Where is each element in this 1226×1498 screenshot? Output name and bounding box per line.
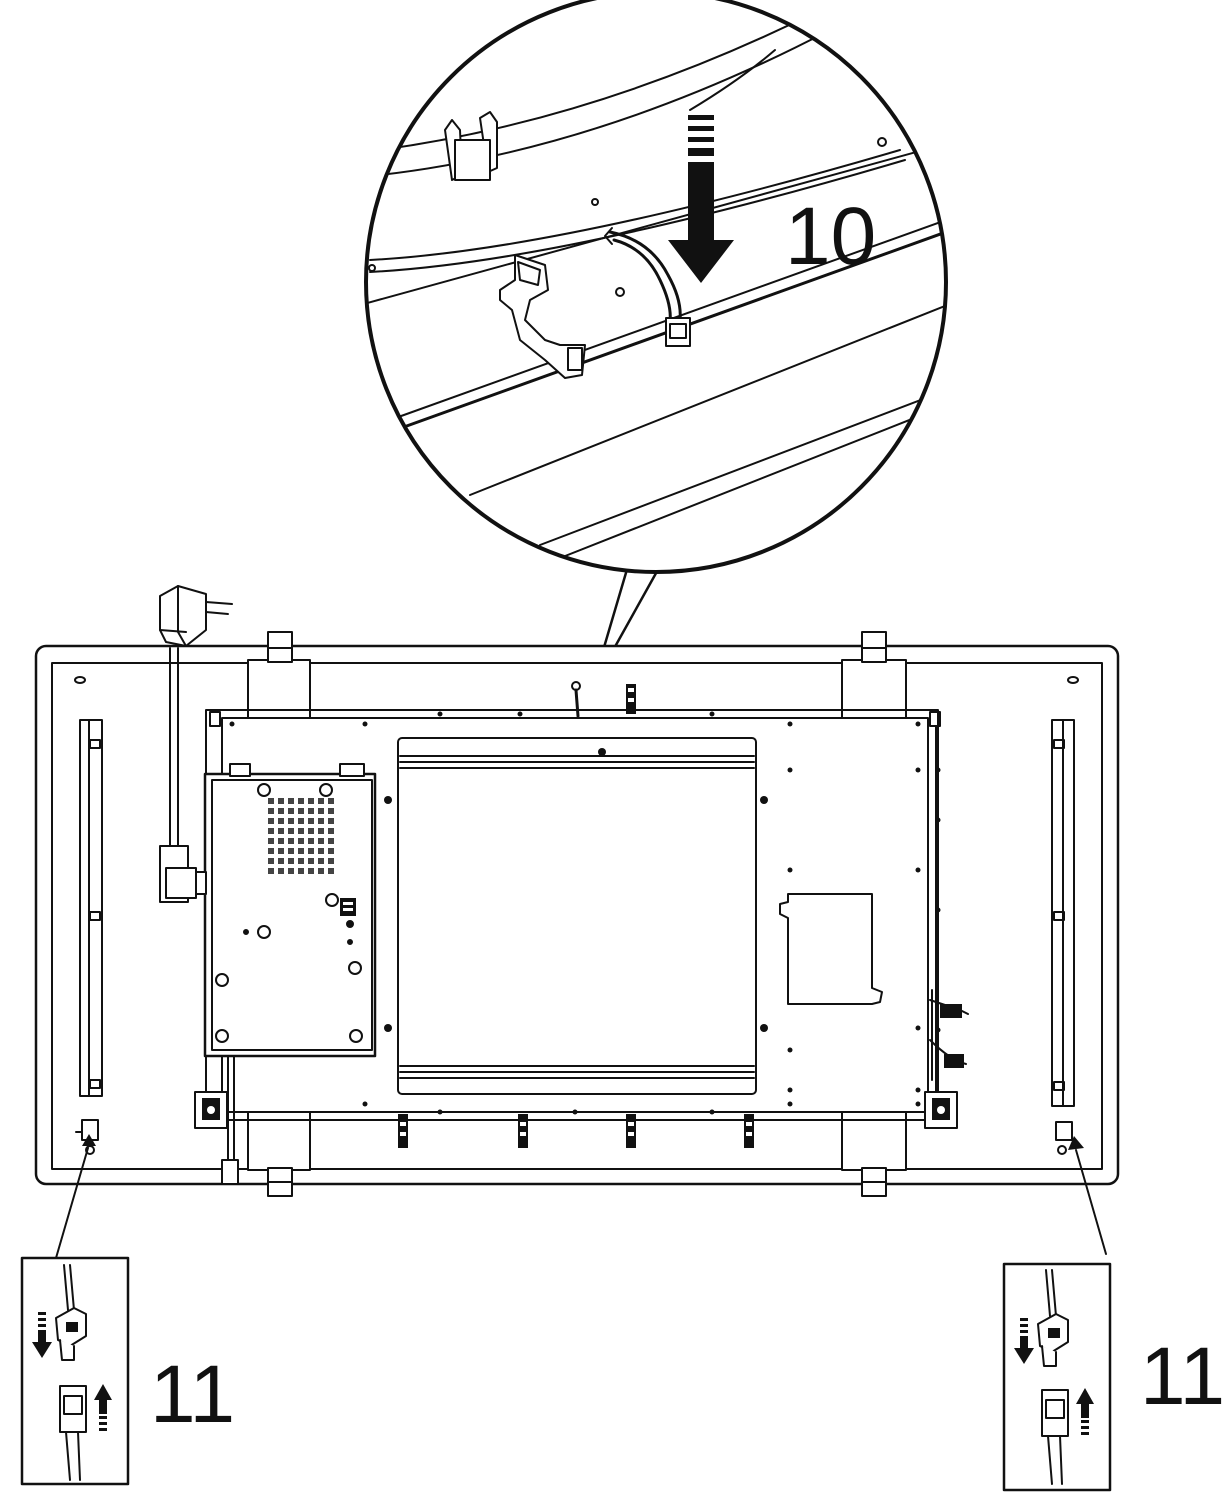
right-connector-inset [1002, 1262, 1112, 1492]
power-cord [159, 647, 207, 903]
lower-right-fastener [924, 1091, 958, 1129]
panel-edge-4 [469, 299, 946, 496]
step-number-11-left: 11 [150, 1349, 236, 1440]
inset-pointers [55, 1134, 1107, 1259]
wire-connector-icon [55, 1307, 87, 1361]
left-mounting-rail [79, 719, 103, 1097]
control-box [203, 763, 377, 1058]
wire-connector-icon [1041, 1389, 1069, 1485]
panel-edge-1 [366, 139, 946, 306]
right-side-wiring [929, 989, 969, 1081]
wire-connector-icon [1037, 1313, 1069, 1367]
top-wire [689, 49, 776, 111]
bottom-connector-pins [398, 1114, 754, 1148]
step-number-10: 10 [785, 191, 877, 282]
cable-clip-top [444, 111, 498, 181]
cable-clip-large [499, 254, 586, 379]
top-left-bracket [247, 631, 311, 719]
bottom-cable [221, 1055, 239, 1185]
zoom-circle [364, 0, 948, 574]
plate-screws [229, 711, 941, 1115]
connector-cable [604, 227, 691, 347]
frame-curve-inner [379, 29, 831, 176]
right-lower-connector [1055, 1121, 1073, 1155]
left-connector-inset [20, 1256, 130, 1486]
left-pointer-line [55, 1147, 89, 1259]
bottom-left-bracket [247, 1111, 311, 1197]
down-arrow-icon [1014, 1318, 1034, 1364]
wire-connector-icon [59, 1385, 87, 1481]
frame-curve-wide [369, 149, 901, 261]
power-plug-icon [159, 585, 233, 647]
vent-grille [268, 798, 334, 874]
down-arrow-icon [668, 115, 734, 283]
top-center-wiring [571, 681, 636, 718]
heater-panel [34, 585, 1120, 1197]
step-number-11-right: 11 [1140, 1331, 1226, 1422]
panel-inner-frame [51, 662, 1103, 1170]
right-mounting-rail [1051, 719, 1075, 1107]
heating-element [397, 737, 757, 1095]
zoom-callout [364, 0, 948, 690]
panel-edge-6 [554, 399, 946, 561]
right-pointer-line [1075, 1149, 1107, 1255]
frame-curve-outer [379, 9, 821, 151]
down-arrow-icon [32, 1312, 52, 1358]
lower-left-fastener [194, 1091, 228, 1129]
up-arrow-icon [94, 1384, 112, 1431]
up-arrow-icon [1076, 1388, 1094, 1435]
access-cover [779, 893, 883, 1005]
bottom-right-bracket [841, 1111, 907, 1197]
panel-edge-5 [539, 384, 946, 546]
